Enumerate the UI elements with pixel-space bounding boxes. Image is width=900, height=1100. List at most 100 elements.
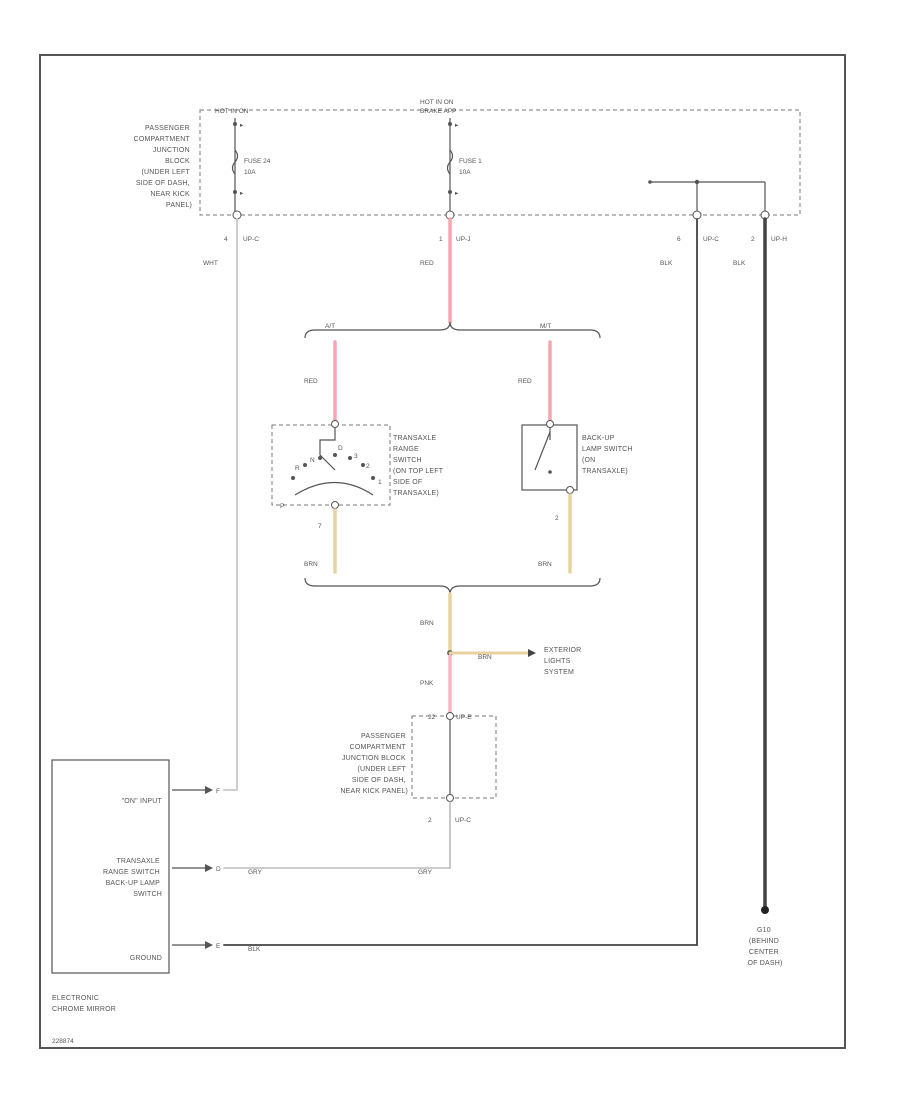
mirror-switch-label: TRANSAXLE RANGE SWITCH BACK-UP LAMP SWIT… [103,858,162,898]
backup-lamp-switch: BACK-UP LAMP SWITCH (ON TRANSAXLE) 2 [521,420,635,522]
wire-gry [223,801,451,869]
pos-n: N [310,457,315,464]
pin-top-1-num: 4 [224,236,228,243]
fuse-center-amp: 10A [459,169,471,176]
contact-3 [348,456,352,460]
hot-label-center-1: HOT IN ON [420,99,454,106]
pin-top-1-wire: WHT [203,260,218,267]
fuse-left-dot-bottom [233,190,237,194]
pin-top-2-wire: RED [420,260,434,267]
pin-top-4-wire: BLK [733,260,746,267]
backup-switch-in-pin [546,420,554,428]
junction-block-lower: 22 UP-E PASSENGER COMPARTMENT JUNCTION B… [340,712,497,824]
transaxle-switch-label: TRANSAXLE RANGE SWITCH (ON TOP LEFT SIDE… [393,435,445,497]
lower-conn-bottom: UP-C [455,817,471,824]
mirror-conn-c-arrow [205,941,213,949]
contact-n [318,456,322,460]
fuse-center-arrow-2: ▸ [455,190,459,197]
mirror-conn-b-arrow [205,864,213,872]
ground-bus-end [648,180,652,184]
pin-top-4-conn: UP-H [771,236,787,243]
hot-label-center-2: BRAKE APP [420,108,457,115]
footer-code: 228874 [52,1038,74,1045]
hot-label-left: HOT IN ON [215,108,249,115]
lower-conn-top: UP-E [456,714,472,721]
fuse-left-amp: 10A [244,169,256,176]
pin-top-3-wire: BLK [660,260,673,267]
backup-switch-pin-out: 2 [555,515,559,522]
wire-blk-mirror-label: BLK [248,946,261,953]
lower-pin-bottom [446,794,454,802]
branch-label-at: A/T [325,323,335,330]
pos-p: P [280,503,284,510]
fuse-left-dot-top [233,122,237,126]
wire-red-mt-label: RED [518,378,532,385]
mirror-title: ELECTRONIC CHROME MIRROR [52,995,116,1013]
wire-brn-merge-label: BRN [420,620,434,627]
fuse-center-symbol [446,149,454,175]
fuse-left-arrow-1: ▸ [240,122,244,129]
branch-label-mt: M/T [540,323,551,330]
contact-1 [371,476,375,480]
wire-brn-exterior-label: BRN [478,654,492,661]
wire-red-at-label: RED [304,378,318,385]
branch-brace-top [304,321,601,339]
lower-pin-top [446,712,454,720]
wire-wht [223,218,238,791]
mirror-conn-a: F [216,788,220,795]
transaxle-switch-outline [271,424,391,506]
mirror-box [51,759,170,974]
transaxle-switch-in-pin [331,420,339,428]
pin-top-3 [692,210,702,220]
transaxle-switch-wiper [319,428,336,471]
backup-switch-out-pin [566,486,574,494]
pin-top-1 [232,210,242,220]
wire-brn-mt-label: BRN [538,561,552,568]
pin-top-3-conn: UP-C [703,236,719,243]
fuse-left-symbol [231,149,239,175]
wire-brn-at-label: BRN [304,561,318,568]
exterior-lights-label: EXTERIOR LIGHTS SYSTEM [544,647,584,676]
mirror-ground: GROUND [130,955,162,962]
mirror-conn-a-arrow [205,786,213,794]
mirror-conn-c: E [216,943,221,950]
backup-switch-contact [548,470,552,474]
mirror-conn-b: D [216,866,221,873]
lower-pin-top-num: 22 [428,714,436,721]
fuse-center-arrow-1: ▸ [455,122,459,129]
junction-block-lower-outline [411,715,497,799]
junction-block-top: HOT IN ON HOT IN ON BRAKE APP PASSENGER … [134,99,801,220]
wire-pnk-label: PNK [420,680,434,687]
transaxle-switch-out-pin [331,501,339,509]
pos-d: D [338,445,343,452]
fuse-left-arrow-2: ▸ [240,190,244,197]
ground-g10-label: G10 (BEHIND CENTER OF DASH) [747,927,782,967]
pin-top-1-conn: UP-C [243,236,259,243]
transaxle-switch-pin-out: 7 [318,523,322,530]
contact-2 [361,463,365,467]
fuse-center-dot-top [448,122,452,126]
backup-switch-label: BACK-UP LAMP SWITCH (ON TRANSAXLE) [582,435,635,475]
pos-3: 3 [354,453,358,460]
electronic-chrome-mirror: "ON" INPUT TRANSAXLE RANGE SWITCH BACK-U… [51,759,221,974]
backup-switch-lever [534,431,551,471]
pin-top-4-num: 2 [751,236,755,243]
wire-blk-mirror-ground [223,218,698,946]
lower-pin-bottom-num: 2 [428,817,432,824]
pin-top-2-num: 1 [439,236,443,243]
contact-r [303,463,307,467]
contact-d [333,453,337,457]
exterior-arrow [528,649,536,657]
fuse-left-name: FUSE 24 [244,158,271,165]
junction-block-lower-label: PASSENGER COMPARTMENT JUNCTION BLOCK (UN… [340,733,408,795]
fuse-center-name: FUSE 1 [459,158,482,165]
junction-block-top-label: PASSENGER COMPARTMENT JUNCTION BLOCK (UN… [134,125,192,209]
junction-block-top-outline [199,109,801,216]
ground-g10-point [761,906,769,914]
wire-gry-label-2: GRY [418,869,433,876]
pos-2: 2 [366,463,370,470]
pos-r: R [295,465,300,472]
pin-top-2-conn: UP-J [456,236,470,243]
pin-top-3-num: 6 [677,236,681,243]
